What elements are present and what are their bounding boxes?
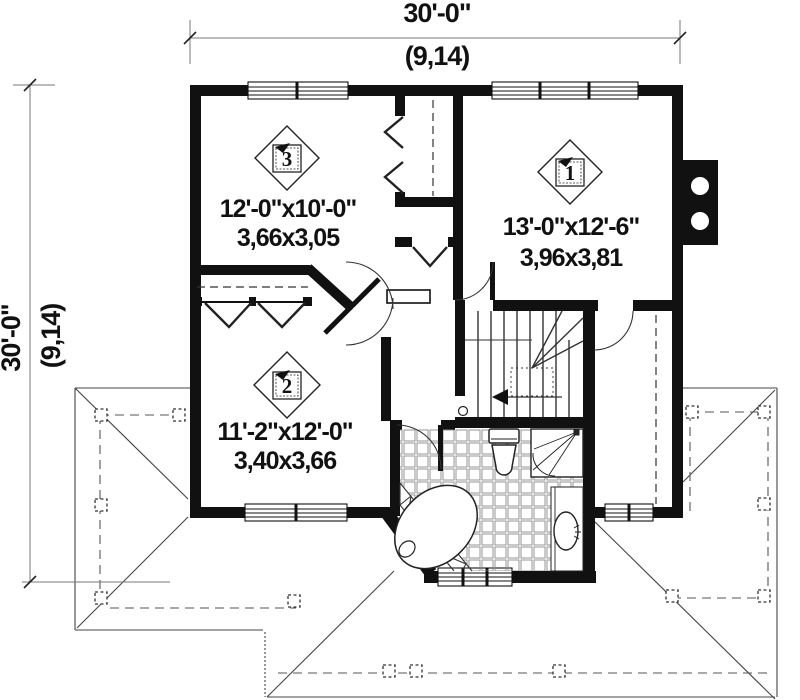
top-dimension-imperial: 30'-0" — [403, 0, 470, 28]
bedroom2-size-imperial: 11'-2"x12'-0" — [217, 418, 352, 446]
roof-outline — [74, 387, 778, 700]
bathtub — [394, 484, 478, 570]
bedroom1-size-metric: 3,96x3,81 — [520, 244, 623, 272]
bathroom — [394, 424, 584, 572]
bathroom-door — [396, 424, 443, 471]
newel-post — [457, 405, 469, 417]
faucet — [573, 524, 581, 540]
windows — [244, 81, 654, 587]
stairs — [457, 310, 584, 417]
top-dimension-metric: (9,14) — [405, 41, 470, 71]
closet-rods — [197, 100, 657, 504]
bedroom3-marker: 3 — [254, 125, 320, 191]
bedroom3-size-metric: 3,66x3,05 — [237, 224, 340, 252]
window-bathroom-south — [437, 567, 513, 587]
stair-railing — [386, 289, 431, 304]
doors — [204, 116, 634, 351]
top-dimension: 30'-0" (9,14) — [183, 0, 687, 71]
left-dimension-metric: (9,14) — [36, 304, 66, 369]
sink — [553, 511, 579, 551]
bedroom1-marker: 1 — [537, 139, 603, 205]
interior-walls — [190, 96, 683, 583]
stair-direction-arrow — [492, 389, 562, 405]
toilet — [488, 428, 520, 476]
hall-door-swings — [323, 261, 394, 346]
chimney — [683, 160, 718, 245]
window-bedroom3-north — [247, 81, 349, 100]
bedroom1-number: 1 — [565, 161, 576, 185]
bedroom2-size-metric: 3,40x3,66 — [234, 447, 336, 475]
window-closet-south — [604, 503, 654, 522]
stair-winders — [531, 310, 584, 369]
left-dimension: 30'-0" (9,14) — [0, 78, 170, 589]
bedroom2-marker: 2 — [253, 351, 321, 419]
window-bedroom1-north — [491, 81, 639, 100]
walkin-closet-door — [589, 310, 634, 351]
bedroom3-size-imperial: 12'-0"x10'-0" — [220, 195, 357, 223]
vanity-counter — [550, 486, 584, 572]
bedroom1-size-imperial: 13'-0"x12'-6" — [503, 213, 640, 241]
bedroom3-number: 3 — [282, 147, 293, 171]
shower-stall — [530, 428, 584, 478]
bedroom2-number: 2 — [282, 374, 293, 398]
left-dimension-imperial: 30'-0" — [0, 304, 26, 371]
bifold-doors — [204, 116, 448, 329]
porch-posts — [94, 405, 771, 678]
window-bedroom2-south — [244, 503, 348, 522]
bedroom1-door — [454, 261, 495, 301]
